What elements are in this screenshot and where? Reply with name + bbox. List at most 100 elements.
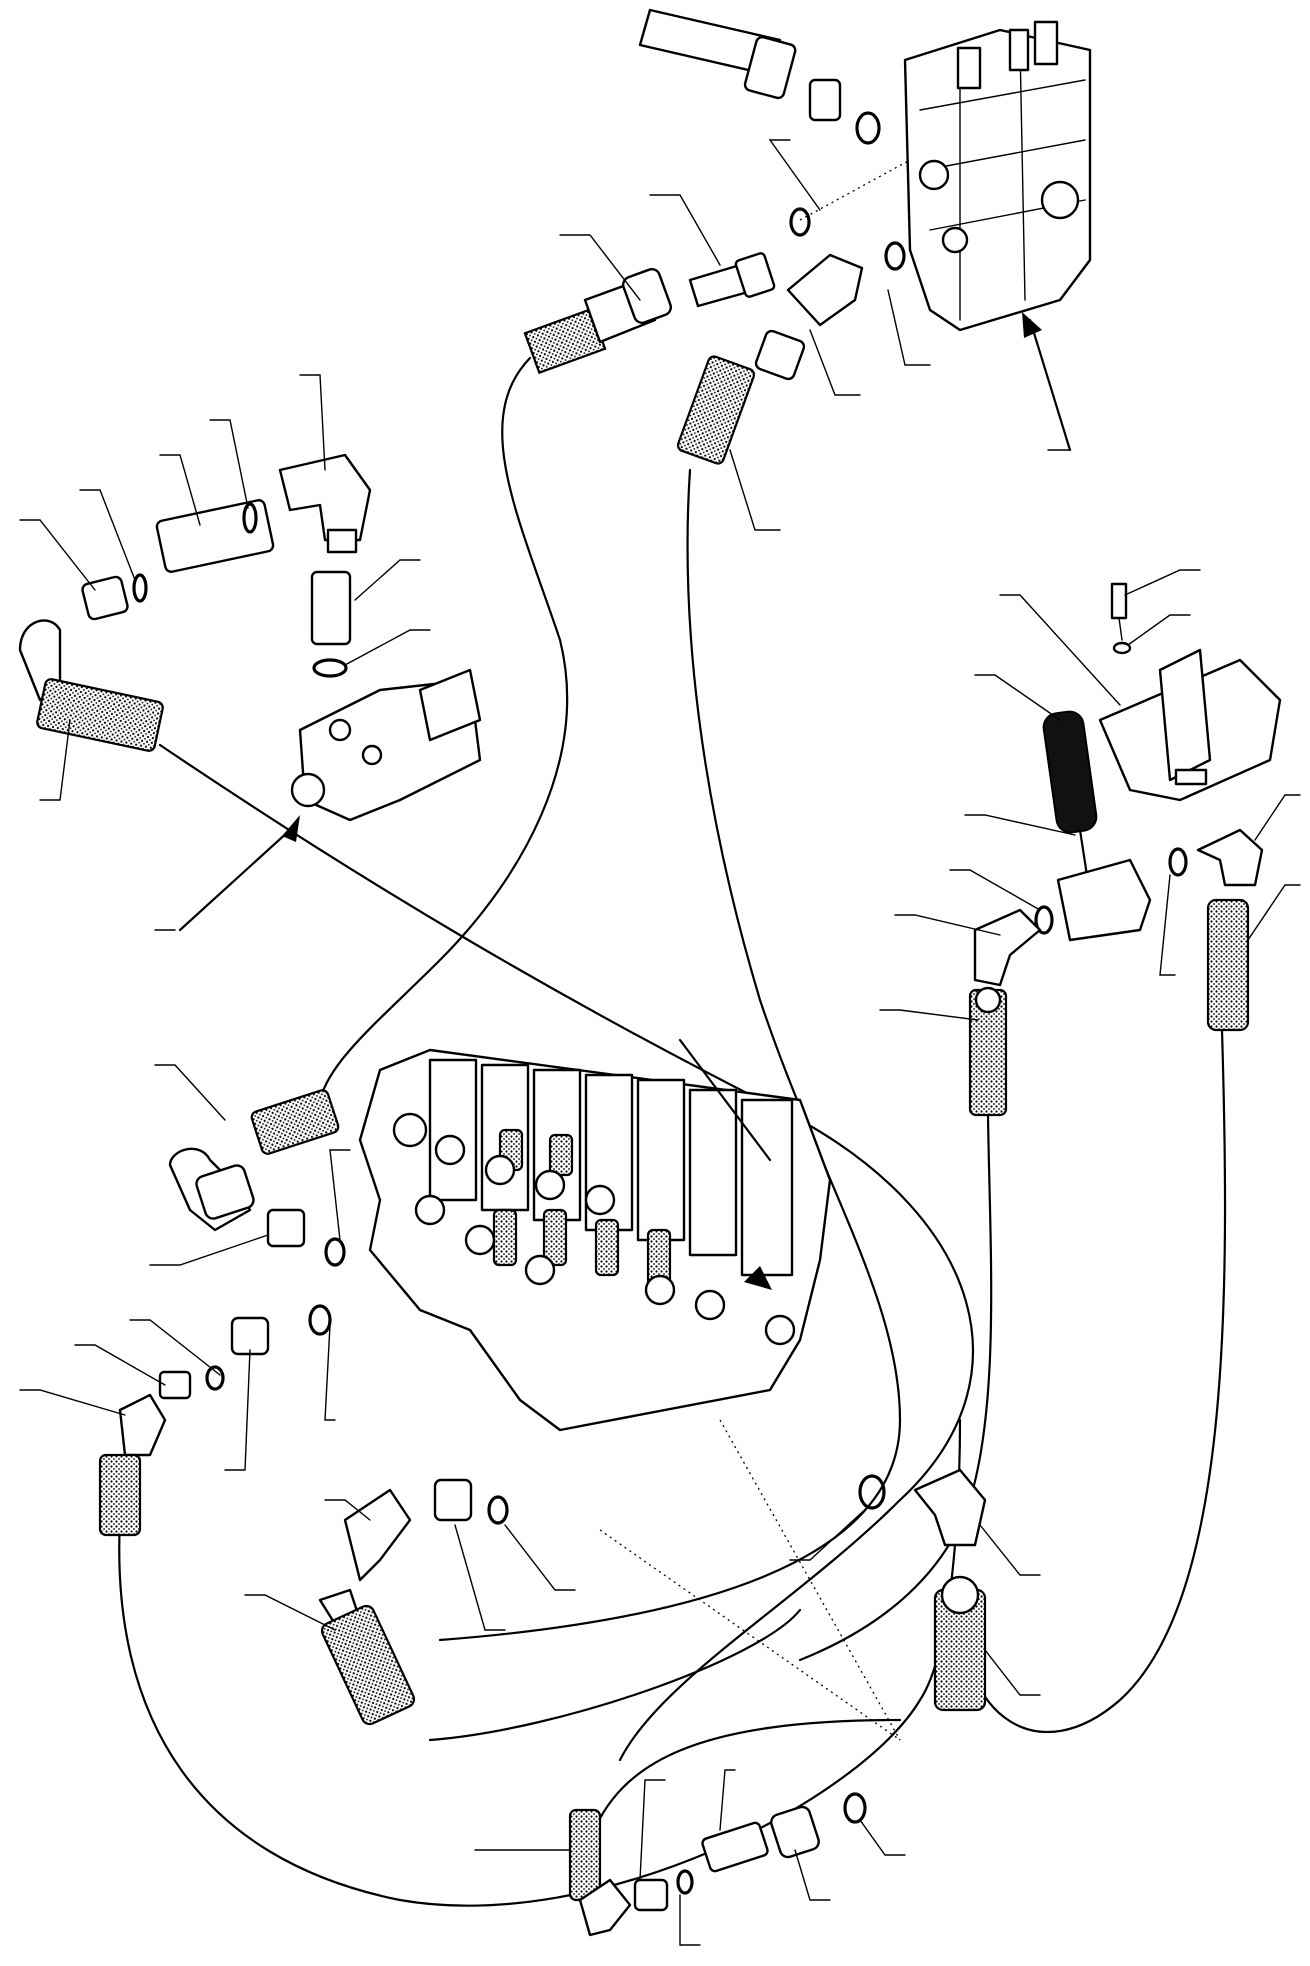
callout-leader [324,1324,336,1421]
callout-leader [768,139,821,211]
left-valve-body [18,453,482,932]
elbow-fitting-45-icon [343,1488,412,1582]
callout-leader [129,1319,221,1376]
o-ring-icon [1168,847,1188,877]
callout-leader [149,1234,269,1266]
upper-valve-port [1040,180,1080,220]
callout-leader [344,629,431,666]
valve-ports [392,1112,796,1346]
hose-right-drop [958,1028,1227,1733]
hose-lever-down [798,1114,993,1662]
callout-leader [999,594,1121,706]
callout-leader [1127,614,1191,646]
callout-leader [79,489,136,581]
callout-leader [859,1819,906,1856]
hose-lower-elbow [428,1608,802,1742]
lever-handle-grip [1042,710,1098,834]
tee-adapter [310,570,352,646]
callout-leader [324,1499,371,1521]
valve-port [644,1274,676,1306]
valve-port [434,1134,466,1166]
valve-section [428,1058,478,1202]
callout-leader [1254,794,1301,841]
hose-nut [754,329,806,381]
o-ring-icon [858,1474,886,1510]
valve-port [392,1112,428,1148]
valve-port [464,1224,496,1256]
o-ring-icon [884,241,906,271]
o-ring-icon [1034,905,1054,935]
callout-leader [1247,884,1301,941]
o-ring-icon [676,1869,694,1895]
hose-bottom-loop [118,1418,962,1907]
upper-valve-port [1033,20,1059,66]
adapter-hex [770,1805,820,1859]
callout-leader [964,814,1076,836]
pilot-valve-body [1056,858,1152,942]
left-mid-fittings [98,1089,346,1537]
left-valve-port [328,718,352,742]
arrow-icon [744,1266,772,1290]
bracket-plate [1158,648,1212,782]
arrow-icon [1022,312,1042,338]
hose-upper-right-long [438,468,902,1642]
o-ring-icon [205,1365,225,1391]
callout-leader [329,1149,351,1241]
valve-port [764,1314,796,1346]
callout-leader [559,234,641,301]
pilot-control-lever [968,582,1282,1117]
callout-leader [299,374,326,471]
valve-port [414,1194,446,1226]
spool-cap [548,1133,574,1177]
adapter-fitting [266,1208,306,1248]
screw-icon [1110,582,1128,620]
callout-leader [244,1594,336,1631]
o-ring-icon [843,1792,867,1824]
callout-leader [887,289,931,366]
o-ring-icon [308,1304,332,1336]
washer-icon [1112,641,1132,655]
hose-sleeve [250,1089,340,1155]
callout-leader [809,329,861,396]
callout-leader [974,674,1061,721]
hose-sleeve [320,1604,416,1726]
callout-leader [789,1504,871,1561]
callout-leader [719,1769,736,1831]
callout-leader [894,914,1001,936]
callout-leader [19,519,96,591]
upper-valve-port [941,226,969,254]
callout-leader [949,869,1041,911]
valve-port [484,1154,516,1186]
bracket-bolt [1174,768,1208,786]
valve-port [534,1169,566,1201]
callout-leader [879,1009,979,1021]
valve-port [524,1254,556,1286]
upper-fittings [523,159,911,465]
hose-nut [940,1575,980,1615]
callout-leader [649,194,721,266]
callout-leader [154,1064,226,1121]
elbow-fitting-90-icon [973,908,1042,987]
o-ring-icon [132,573,148,603]
elbow-fitting-45-icon [786,253,864,327]
o-ring-icon [312,658,348,678]
hose-sleeve [98,1453,142,1537]
spool-cap [542,1208,568,1267]
upper-valve-port [956,46,982,90]
left-valve-boss [418,668,482,742]
callout-leader [354,559,421,601]
spool-cap [492,1208,518,1267]
callout-leaders [19,139,1301,1946]
elbow-fitting-90-icon [1196,828,1264,887]
o-ring-icon [242,502,258,534]
o-ring-icon [789,207,811,237]
arrow-icon [282,815,300,842]
left-valve-port [361,744,383,766]
callout-leader [224,1349,251,1471]
elbow-fitting-90-icon [913,1468,987,1547]
valve-port [584,1184,616,1216]
adapter-fitting [633,1878,669,1912]
upper-control-valve [638,8,1092,452]
main-control-valve [358,1038,901,1741]
